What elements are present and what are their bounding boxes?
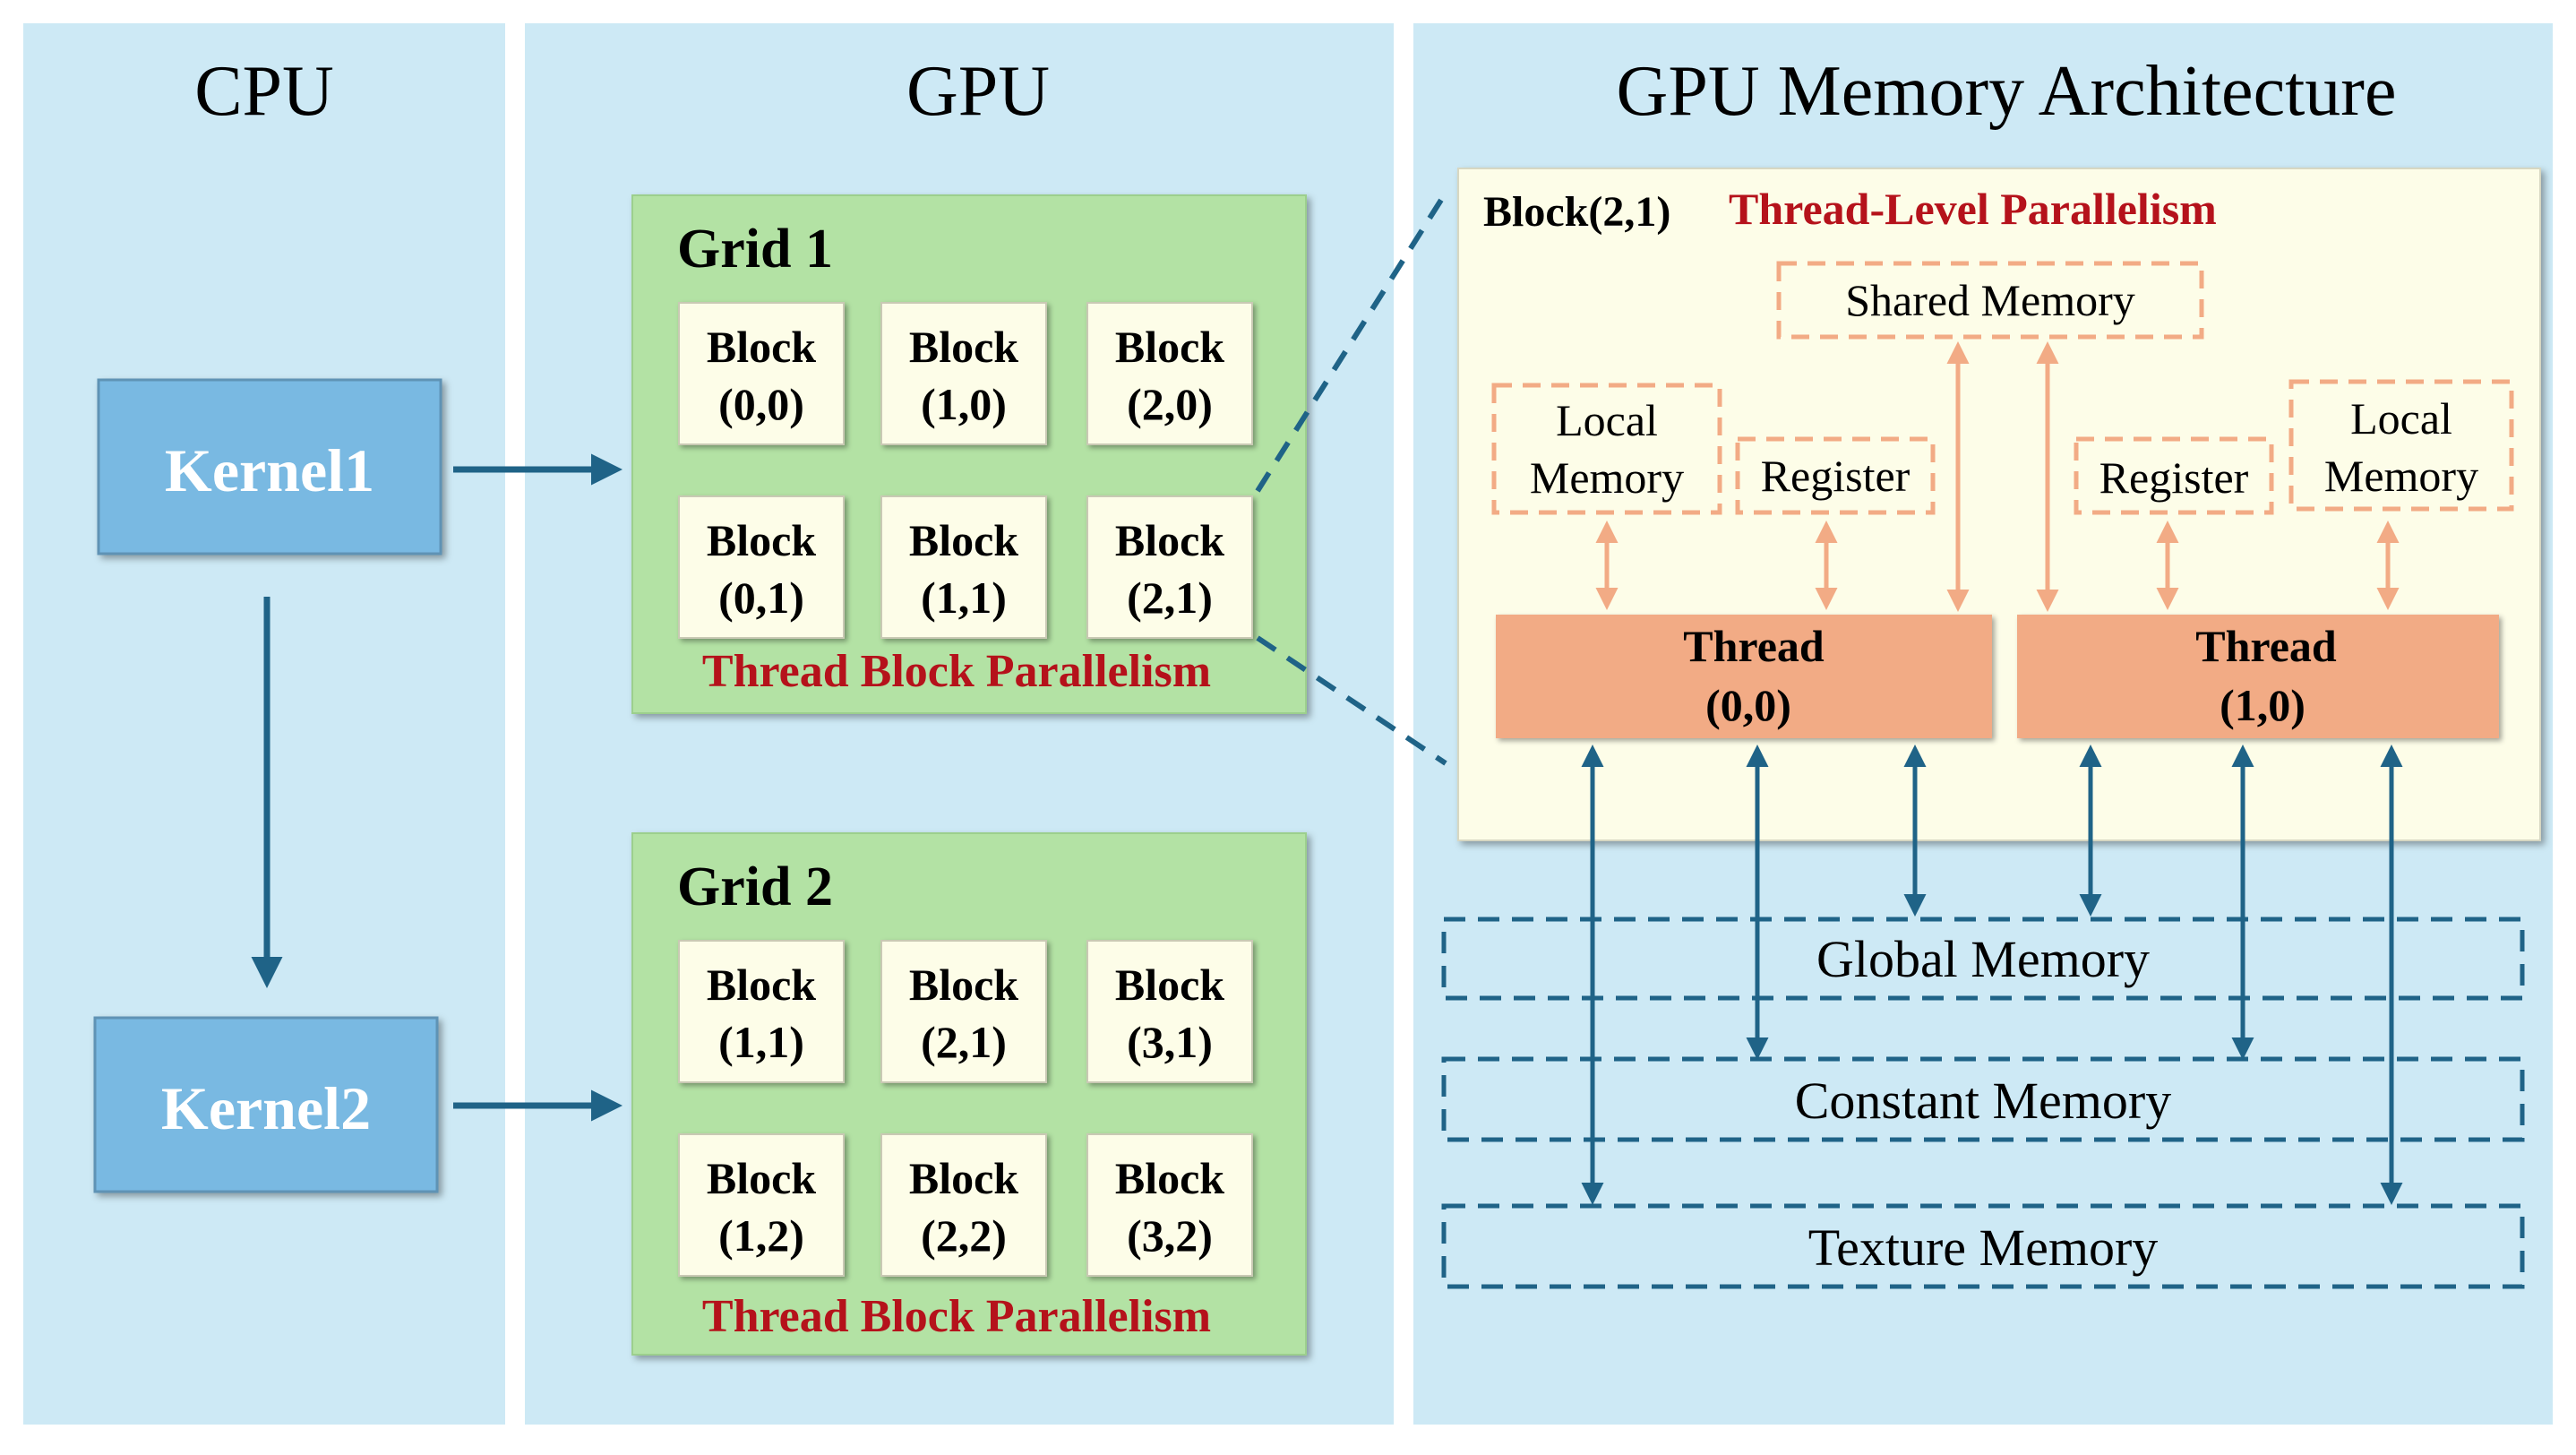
local-memory-right-line2: Memory <box>2324 451 2478 501</box>
grid-2-block-line2: (2,2) <box>921 1210 1007 1261</box>
constant-memory-label: Constant Memory <box>1795 1072 2171 1130</box>
kernel1-label: Kernel1 <box>165 436 374 504</box>
grid-1-block <box>678 302 845 445</box>
grid-1: Grid 1 Block (0,0) Block (1,0) Block (2,… <box>631 194 1307 714</box>
grid-1-block-line1: Block <box>1115 515 1224 565</box>
grid-2-block-line1: Block <box>909 1153 1018 1203</box>
cpu-panel-title: CPU <box>194 52 334 131</box>
grid-1-block-line2: (0,0) <box>718 379 804 429</box>
zoom-connector-top <box>1255 188 1450 493</box>
grid-2-block-line2: (3,2) <box>1127 1210 1213 1261</box>
thread-line2: (1,0) <box>2220 680 2306 730</box>
grid-2-block <box>1086 1133 1253 1277</box>
grid-1-block-line2: (1,1) <box>921 573 1007 623</box>
grid-1-block <box>880 495 1047 639</box>
grid-2-block <box>880 940 1047 1083</box>
grid-1-block-line1: Block <box>707 515 816 565</box>
grid-2-footer: Thread Block Parallelism <box>702 1291 1211 1342</box>
grid-2-block <box>1086 940 1253 1083</box>
grid-1-block-line2: (2,1) <box>1127 573 1213 623</box>
block-detail-parallelism: Thread-Level Parallelism <box>1729 184 2217 234</box>
grid-2-block-line2: (3,1) <box>1127 1017 1213 1067</box>
zoom-connector-bottom <box>1256 635 1447 766</box>
local-memory-left-line1: Local <box>1556 395 1658 445</box>
grid-2-block <box>880 1133 1047 1277</box>
grid-1-block-line2: (1,0) <box>921 379 1007 429</box>
shared-memory-box <box>1776 261 2204 340</box>
grid-1-block-line2: (0,1) <box>718 573 804 623</box>
thread-line2: (0,0) <box>1705 680 1791 730</box>
local-memory-right-line1: Local <box>2350 393 2452 443</box>
local-memory-left-line2: Memory <box>1530 452 1684 503</box>
thread-line1: Thread <box>1683 621 1825 671</box>
grid-1-footer: Thread Block Parallelism <box>702 646 1211 697</box>
block-detail-label: Block(2,1) <box>1483 188 1670 236</box>
grid-2-block-line2: (1,1) <box>718 1017 804 1067</box>
register-box-right <box>2074 436 2274 515</box>
grid-1-block-line2: (2,0) <box>1127 379 1213 429</box>
register-left-label: Register <box>1761 451 1911 501</box>
grid-2-block-line1: Block <box>707 960 816 1010</box>
global-memory-label: Global Memory <box>1816 930 2150 988</box>
grid-2-block <box>678 940 845 1083</box>
grid-1-block-line1: Block <box>909 515 1018 565</box>
register-box-left <box>1735 436 1936 515</box>
grid-1-block-selected <box>1086 495 1253 639</box>
kernel2-label: Kernel2 <box>161 1074 371 1142</box>
kernel1-box <box>97 378 442 555</box>
grid-2-block-line1: Block <box>1115 960 1224 1010</box>
grid-1-block-line1: Block <box>707 322 816 372</box>
grid-2-block <box>678 1133 845 1277</box>
grid-2-block-line1: Block <box>1115 1153 1224 1203</box>
thread-line1: Thread <box>2195 621 2337 671</box>
grid-2-block-line1: Block <box>909 960 1018 1010</box>
block-detail-box <box>1457 168 2541 841</box>
grid-1-block <box>880 302 1047 445</box>
grid-1-block <box>678 495 845 639</box>
grid-2-label: Grid 2 <box>677 857 833 917</box>
memory-panel-title: GPU Memory Architecture <box>1617 52 2397 131</box>
gpu-panel-title: GPU <box>906 52 1050 131</box>
grid-2: Grid 2 Block (1,1) Block (2,1) Block (3,… <box>631 832 1307 1356</box>
grid-2-block-line1: Block <box>707 1153 816 1203</box>
texture-memory-label: Texture Memory <box>1808 1218 2159 1277</box>
kernel2-box <box>93 1016 439 1193</box>
thread-box <box>2017 615 2499 738</box>
grid-1-block <box>1086 302 1253 445</box>
grid-1-label: Grid 1 <box>677 219 833 280</box>
grid-1-block-line1: Block <box>909 322 1018 372</box>
grid-2-block-line2: (2,1) <box>921 1017 1007 1067</box>
thread-box <box>1496 615 1992 738</box>
local-memory-box-left <box>1491 383 1722 515</box>
grid-1-block-line1: Block <box>1115 322 1224 372</box>
shared-memory-label: Shared Memory <box>1845 275 2135 325</box>
local-memory-box-right <box>2288 379 2514 512</box>
register-right-label: Register <box>2099 452 2249 503</box>
grid-2-block-line2: (1,2) <box>718 1210 804 1261</box>
